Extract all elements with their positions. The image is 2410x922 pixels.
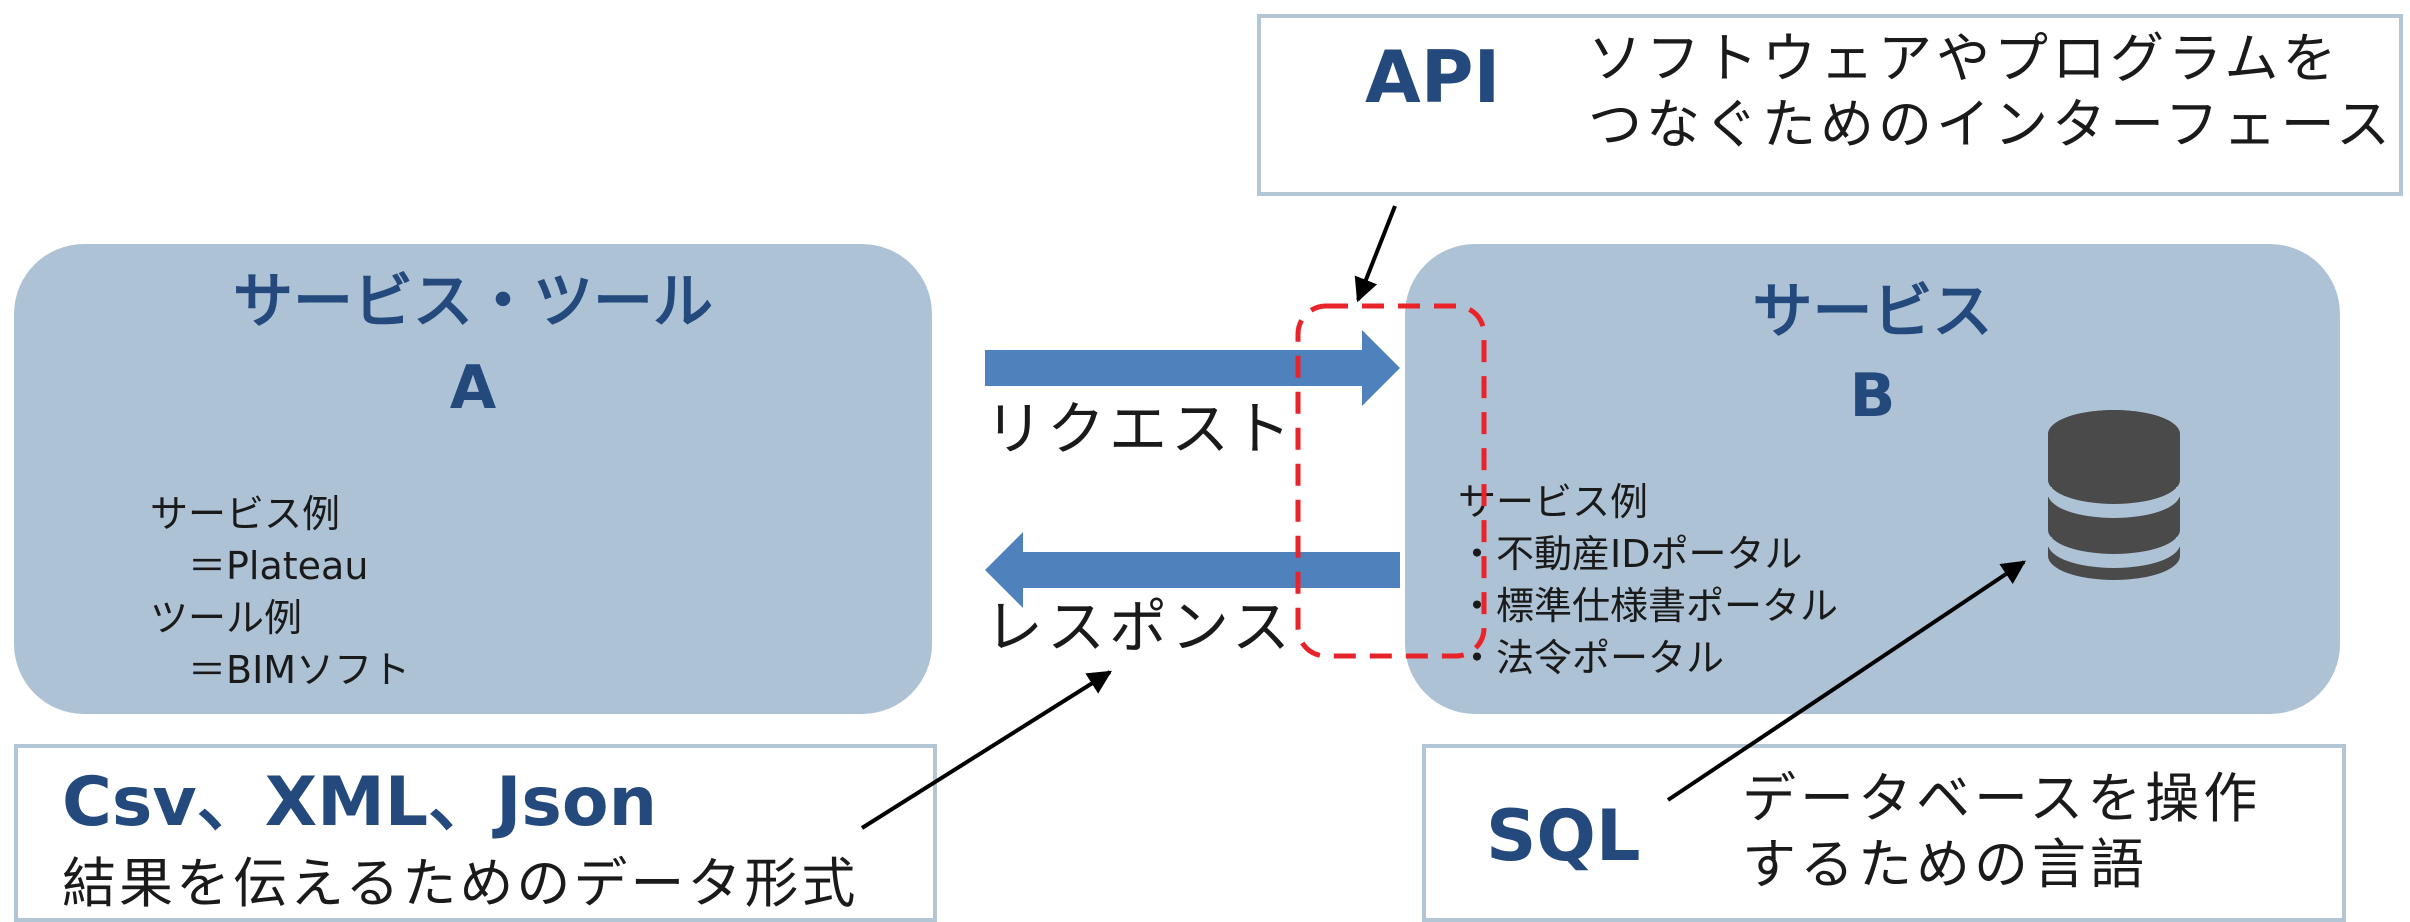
data-format-box [14, 744, 937, 922]
service-tool-a-panel [14, 244, 932, 714]
request-label: リクエスト [985, 395, 1296, 463]
panel-b-title: サービス [1752, 277, 1993, 347]
panel-b-examples: サービス例 ・不動産IDポータル ・標準仕様書ポータル ・法令ポータル [1458, 476, 1838, 684]
panel-a-example-tool-value: ＝BIMソフト [150, 648, 411, 692]
response-arrow [985, 532, 1400, 608]
panel-a-subtitle: A [449, 353, 497, 423]
response-label: レスポンス [985, 593, 1294, 661]
panel-a-examples: サービス例 ＝Plateau ツール例 ＝BIMソフト [150, 488, 410, 696]
panel-b-example-item: ・法令ポータル [1458, 636, 1725, 680]
sql-term: SQL [1486, 795, 1641, 877]
panel-b-examples-heading: サービス例 [1458, 480, 1649, 524]
api-description-line2: つなぐためのインターフェース [1588, 93, 2395, 156]
sql-pointer-line [1666, 560, 2026, 802]
api-definition-box [1257, 14, 2403, 196]
format-pointer-line [860, 670, 1113, 830]
api-description: ソフトウェアやプログラムを つなぐためのインターフェース [1588, 26, 2394, 158]
data-format-description: 結果を伝えるためのデータ形式 [62, 852, 859, 915]
sql-description-line2: するための言語 [1742, 833, 2148, 896]
sql-description-line1: データベースを操作 [1742, 767, 2262, 830]
panel-b-subtitle: B [1849, 361, 1896, 431]
panel-a-title: サービス・ツール [233, 267, 713, 337]
panel-b-example-item: ・標準仕様書ポータル [1458, 584, 1839, 628]
api-description-line1: ソフトウェアやプログラムを [1588, 27, 2341, 90]
panel-a-example-service-value: ＝Plateau [150, 544, 369, 588]
sql-description: データベースを操作 するための言語 [1742, 766, 2261, 898]
service-b-panel [1405, 244, 2340, 714]
data-format-term: Csv、XML、Json [62, 763, 658, 842]
panel-a-example-tool-label: ツール例 [150, 596, 303, 640]
request-arrow [985, 330, 1400, 406]
panel-a-example-service-label: サービス例 [150, 492, 341, 536]
api-pointer-line [1354, 205, 1397, 303]
api-interface-dashed-region [1295, 303, 1487, 659]
database-icon [2044, 410, 2184, 580]
api-term: API [1365, 35, 1501, 119]
panel-b-example-item: ・不動産IDポータル [1458, 532, 1803, 576]
sql-definition-box [1422, 744, 2346, 922]
